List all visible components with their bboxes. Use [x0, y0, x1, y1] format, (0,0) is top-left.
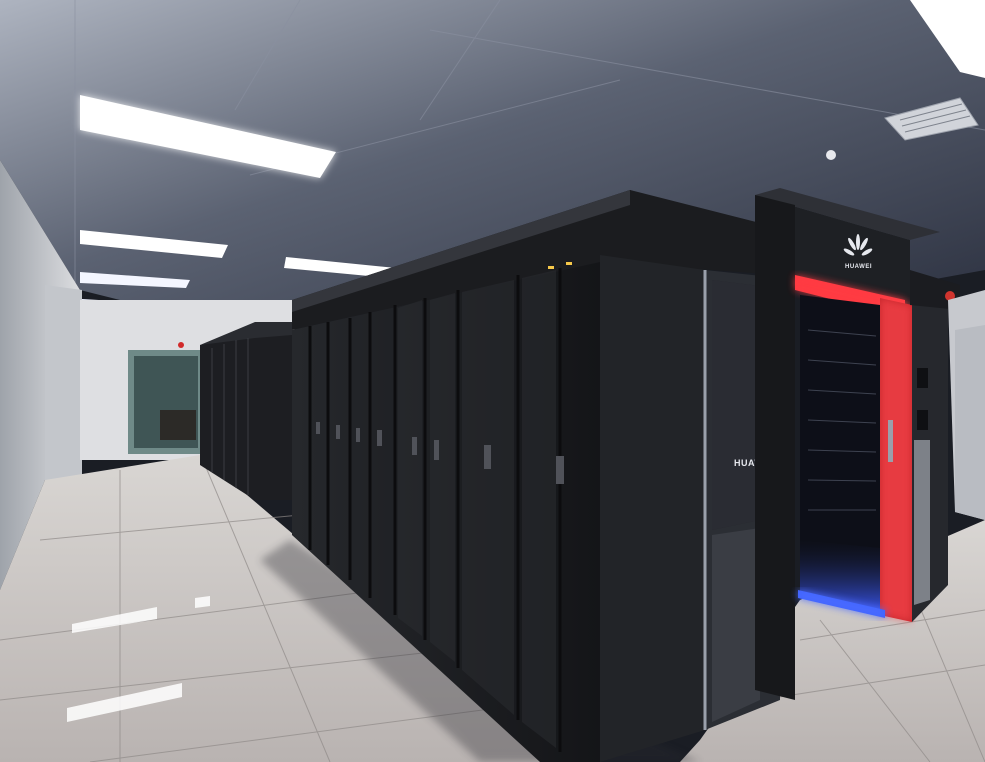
- aisle-end-door: [703, 270, 780, 730]
- floor-reflections: [67, 596, 210, 722]
- containment-entrance: [755, 188, 960, 700]
- interior-racks: [807, 329, 877, 511]
- door-brand-logo: HUAWEI: [734, 458, 773, 468]
- cabinet-handles: [316, 422, 564, 484]
- vent-slats: [899, 103, 971, 133]
- smoke-detector: [826, 150, 836, 160]
- ceiling: [0, 0, 985, 320]
- cabinet-doors: [308, 268, 562, 752]
- status-lights: [548, 262, 572, 269]
- floor-tile-lines: [0, 464, 985, 762]
- cabinet-mesh: [398, 270, 556, 748]
- top-brand-logo: HUAWEI: [845, 264, 872, 270]
- left-wall: [0, 160, 80, 590]
- huawei-flower-logo: [843, 234, 873, 256]
- far-cabinet-row: [200, 322, 292, 500]
- left-column: [45, 285, 82, 482]
